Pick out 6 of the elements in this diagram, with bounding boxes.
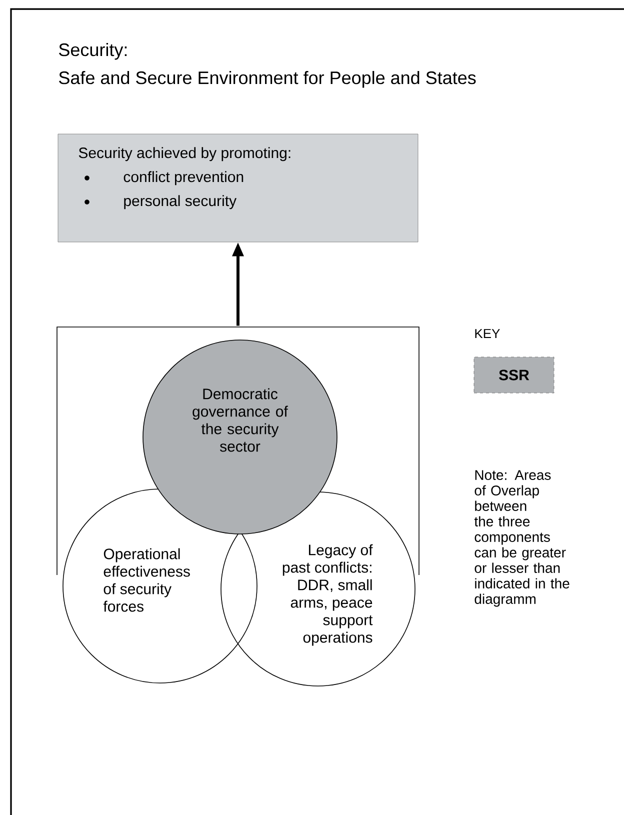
subtitle: Safe and Secure Environment for People and States bbox=[59, 70, 476, 88]
key-heading: KEY bbox=[475, 329, 500, 338]
bracket bbox=[56, 326, 420, 576]
text-box: Security achieved by promoting: conflict prevention personal security bbox=[58, 134, 418, 242]
title: Security: bbox=[59, 42, 127, 60]
note-text: Note: Areas of Overlap between the three components can be greater or lesser than indicated in the diagramm bbox=[474, 470, 570, 607]
